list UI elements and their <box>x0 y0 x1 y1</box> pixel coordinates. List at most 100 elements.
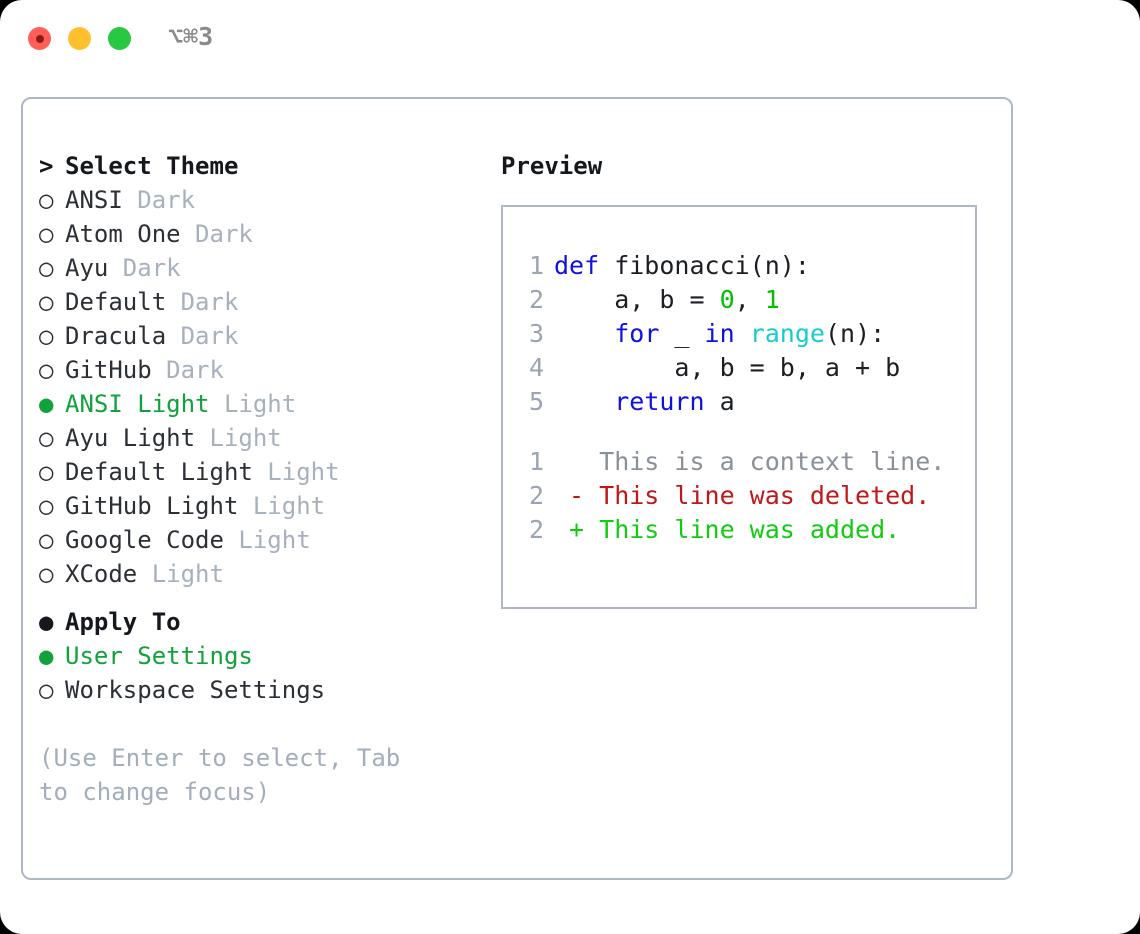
code-indent <box>554 353 674 382</box>
code-token-txt: a, b = b, a + b <box>674 353 901 382</box>
code-token-txt: _ <box>659 319 705 348</box>
theme-name: XCode <box>65 560 138 588</box>
code-line: 2 a, b = 0, 1 <box>519 283 971 317</box>
diff-line-text: This is a context line. <box>554 447 946 476</box>
code-line-number: 1 <box>528 251 544 280</box>
code-indent <box>554 387 614 416</box>
radio-unselected-icon[interactable]: ○ <box>39 254 54 282</box>
theme-picker-column: >Select Theme ○ANSI Dark○Atom One Dark○A… <box>39 149 469 809</box>
theme-kind-badge: Dark <box>108 254 181 282</box>
theme-name: Ayu Light <box>65 424 196 452</box>
apply-to-header: ●Apply To <box>39 605 469 639</box>
theme-kind-badge: Dark <box>180 220 253 248</box>
theme-kind-badge: Light <box>195 424 282 452</box>
code-line-number: 4 <box>528 353 544 382</box>
code-token-txt <box>735 319 750 348</box>
theme-item[interactable]: ○ ANSI Dark <box>39 183 469 217</box>
diff-line: 1 This is a context line. <box>519 445 971 479</box>
theme-item[interactable]: ○Google Code Light <box>39 523 469 557</box>
radio-unselected-icon[interactable]: ○ <box>39 526 54 554</box>
theme-item[interactable]: ○ Ayu Dark <box>39 251 469 285</box>
radio-unselected-icon[interactable]: ○ <box>39 322 54 350</box>
theme-kind-badge: Dark <box>166 288 239 316</box>
apply-to-label: Workspace Settings <box>65 676 326 704</box>
close-button[interactable] <box>28 27 51 50</box>
bullet-placeholder-icon: ● <box>39 608 54 636</box>
theme-item[interactable]: ○ Ayu Light Light <box>39 421 469 455</box>
apply-to-label: User Settings <box>65 642 253 670</box>
radio-selected-icon[interactable]: ● <box>39 390 54 418</box>
theme-kind-badge: Dark <box>166 322 239 350</box>
theme-item[interactable]: ○Atom One Dark <box>39 217 469 251</box>
spacer <box>39 707 469 741</box>
theme-kind-badge: Light <box>209 390 297 418</box>
theme-kind-badge: Dark <box>122 186 196 214</box>
code-token-txt: fibonacci(n): <box>599 251 810 280</box>
radio-unselected-icon[interactable]: ○ <box>39 424 54 452</box>
code-line: 5 return a <box>519 385 971 419</box>
code-token-kw: return <box>614 387 705 416</box>
diff-line-number: 2 <box>528 481 544 510</box>
theme-kind-badge: Dark <box>151 356 224 384</box>
diff-line-number: 1 <box>528 447 544 476</box>
code-token-num: 1 <box>764 285 780 314</box>
theme-name: Default <box>65 288 167 316</box>
main-panel: >Select Theme ○ANSI Dark○Atom One Dark○A… <box>21 97 1013 880</box>
code-line-number: 3 <box>528 319 544 348</box>
radio-unselected-icon[interactable]: ○ <box>39 676 54 704</box>
radio-unselected-icon[interactable]: ○ <box>39 288 54 316</box>
theme-item[interactable]: ○ GitHub Dark <box>39 353 469 387</box>
radio-unselected-icon[interactable]: ○ <box>39 220 54 248</box>
theme-kind-badge: Light <box>223 526 311 554</box>
radio-selected-icon[interactable]: ● <box>39 642 54 670</box>
diff-line-number: 2 <box>528 515 544 544</box>
code-token-num: 0 <box>719 285 735 314</box>
apply-to-option[interactable]: ○ Workspace Settings <box>39 673 469 707</box>
code-line: 3 for _ in range(n): <box>519 317 971 351</box>
select-theme-header: > Select Theme <box>39 149 469 183</box>
radio-unselected-icon[interactable]: ○ <box>39 560 54 588</box>
code-token-txt: , <box>734 285 765 314</box>
diff-line-text: - This line was deleted. <box>554 481 931 510</box>
theme-kind-badge: Light <box>252 458 340 486</box>
code-line-number: 2 <box>528 285 544 314</box>
apply-to-option[interactable]: ● User Settings <box>39 639 469 673</box>
radio-unselected-icon[interactable]: ○ <box>39 356 54 384</box>
code-token-txt: (n): <box>824 319 886 348</box>
theme-name: GitHub <box>65 356 152 384</box>
prompt-caret-icon: > <box>39 152 54 180</box>
theme-kind-badge: Light <box>137 560 224 588</box>
theme-item[interactable]: ○ XCode Light <box>39 557 469 591</box>
code-indent <box>554 285 614 314</box>
theme-item[interactable]: ○ Dracula Dark <box>39 319 469 353</box>
minimize-button[interactable] <box>68 27 91 50</box>
radio-unselected-icon[interactable]: ○ <box>39 458 54 486</box>
spacer <box>39 591 469 605</box>
select-theme-title: Select Theme <box>65 152 239 180</box>
theme-name: Ayu <box>65 254 109 282</box>
code-token-kw: for <box>614 319 660 348</box>
maximize-button[interactable] <box>108 27 131 50</box>
theme-name: ANSI <box>65 186 123 214</box>
theme-item[interactable]: ○ Default Dark <box>39 285 469 319</box>
theme-name: ANSI Light <box>65 390 210 418</box>
theme-list: ○ANSI Dark○Atom One Dark○Ayu Dark○Defaul… <box>39 183 469 591</box>
radio-unselected-icon[interactable]: ○ <box>39 492 54 520</box>
diff-line-text: + This line was added. <box>554 515 901 544</box>
diff-line: 2 - This line was deleted. <box>519 479 971 513</box>
radio-unselected-icon[interactable]: ○ <box>39 186 54 214</box>
diff-sample: 1 This is a context line.2 - This line w… <box>519 445 971 547</box>
theme-item[interactable]: ● ANSI Light Light <box>39 387 469 421</box>
theme-item[interactable]: ○ GitHub Light Light <box>39 489 469 523</box>
code-line: 4 a, b = b, a + b <box>519 351 971 385</box>
theme-name: Default Light <box>65 458 253 486</box>
theme-name: GitHub Light <box>65 492 239 520</box>
preview-title: Preview <box>501 152 603 180</box>
theme-name: Dracula <box>65 322 167 350</box>
theme-kind-badge: Light <box>238 492 326 520</box>
theme-item[interactable]: ○ Default Light Light <box>39 455 469 489</box>
